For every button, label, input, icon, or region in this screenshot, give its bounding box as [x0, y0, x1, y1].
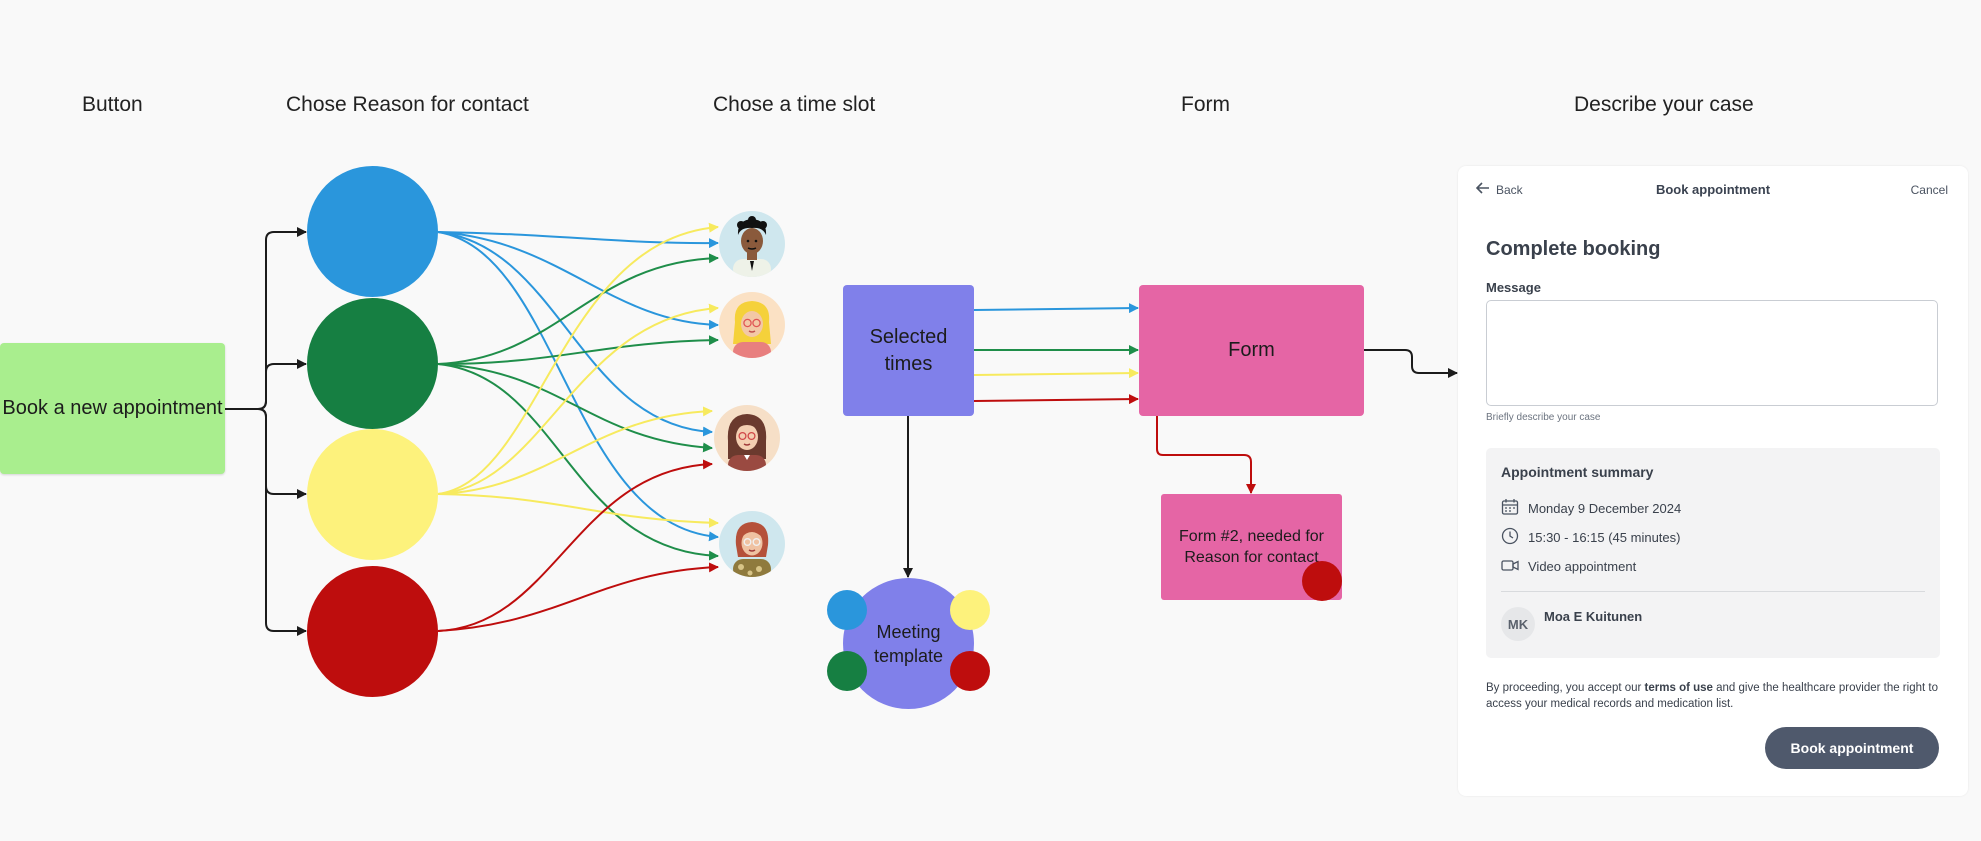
summary-type: Video appointment — [1528, 559, 1637, 574]
terms-of-use-link[interactable]: terms of use — [1644, 682, 1713, 694]
form-node[interactable]: Form — [1139, 285, 1364, 416]
page-title: Complete booking — [1486, 238, 1661, 260]
clock-icon — [1501, 527, 1519, 548]
avatar-man-curly-hair[interactable] — [719, 211, 785, 277]
blue-reason-connectors — [437, 231, 719, 542]
back-link[interactable]: Back — [1475, 182, 1523, 197]
book-appointment-button[interactable]: Book appointment — [1765, 727, 1939, 769]
practitioner-name: Moa E Kuitunen — [1544, 609, 1643, 624]
reason-yellow-circle[interactable] — [307, 429, 438, 560]
consent-text-end: and give the healthcare provider the rig… — [1486, 682, 1938, 710]
consent-text-start: By proceeding, you accept our — [1486, 682, 1645, 694]
green-reason-connectors — [437, 253, 719, 561]
avatar-woman-blonde[interactable] — [719, 292, 785, 358]
selected-to-form-connectors — [973, 303, 1139, 405]
consent-text: By proceeding, you accept our terms of u… — [1486, 680, 1946, 712]
form-to-panel-connector — [1364, 349, 1458, 378]
cancel-link[interactable]: Cancel — [1910, 183, 1948, 197]
booking-panel: Back Book appointment Cancel Complete bo… — [1458, 166, 1968, 796]
book-new-appointment-node[interactable]: Book a new appointment — [0, 343, 225, 474]
calendar-icon — [1501, 498, 1519, 519]
avatar-woman-auburn-hair[interactable] — [719, 511, 785, 577]
reason-green-circle[interactable] — [307, 298, 438, 429]
message-hint: Briefly describe your case — [1486, 412, 1601, 423]
message-label: Message — [1486, 280, 1541, 295]
panel-header-title: Book appointment — [1655, 182, 1771, 197]
summary-divider — [1501, 591, 1925, 592]
summary-date: Monday 9 December 2024 — [1528, 501, 1682, 516]
form-to-form2-connector — [1156, 416, 1256, 494]
summary-time-row: 15:30 - 16:15 (45 minutes) — [1501, 527, 1680, 548]
column-title-describe: Describe your case — [1574, 93, 1754, 116]
button-to-reasons-connector — [225, 227, 307, 636]
red-reason-connectors — [437, 459, 719, 632]
yellow-reason-connectors — [437, 222, 719, 528]
form-2-red-dot — [1302, 561, 1342, 601]
message-textarea[interactable] — [1486, 300, 1938, 406]
summary-title: Appointment summary — [1501, 464, 1654, 480]
meeting-yellow-dot — [950, 590, 990, 630]
reason-blue-circle[interactable] — [307, 166, 438, 297]
back-label: Back — [1496, 182, 1523, 197]
meeting-red-dot — [950, 651, 990, 691]
avatar: MK — [1501, 607, 1535, 641]
column-title-reason: Chose Reason for contact — [286, 93, 529, 116]
column-title-form: Form — [1181, 93, 1230, 116]
video-camera-icon — [1501, 556, 1519, 577]
avatar-woman-brown-hair[interactable] — [714, 405, 780, 471]
arrow-left-icon — [1475, 182, 1490, 197]
appointment-summary-card: Appointment summary Monday 9 December 20… — [1486, 448, 1940, 658]
column-title-timeslot: Chose a time slot — [713, 93, 876, 116]
column-title-button: Button — [82, 93, 143, 116]
reason-red-circle[interactable] — [307, 566, 438, 697]
selected-times-node[interactable]: Selected times — [843, 285, 974, 416]
meeting-blue-dot — [827, 590, 867, 630]
summary-date-row: Monday 9 December 2024 — [1501, 498, 1681, 519]
meeting-green-dot — [827, 651, 867, 691]
summary-type-row: Video appointment — [1501, 556, 1636, 577]
summary-time: 15:30 - 16:15 (45 minutes) — [1528, 530, 1681, 545]
